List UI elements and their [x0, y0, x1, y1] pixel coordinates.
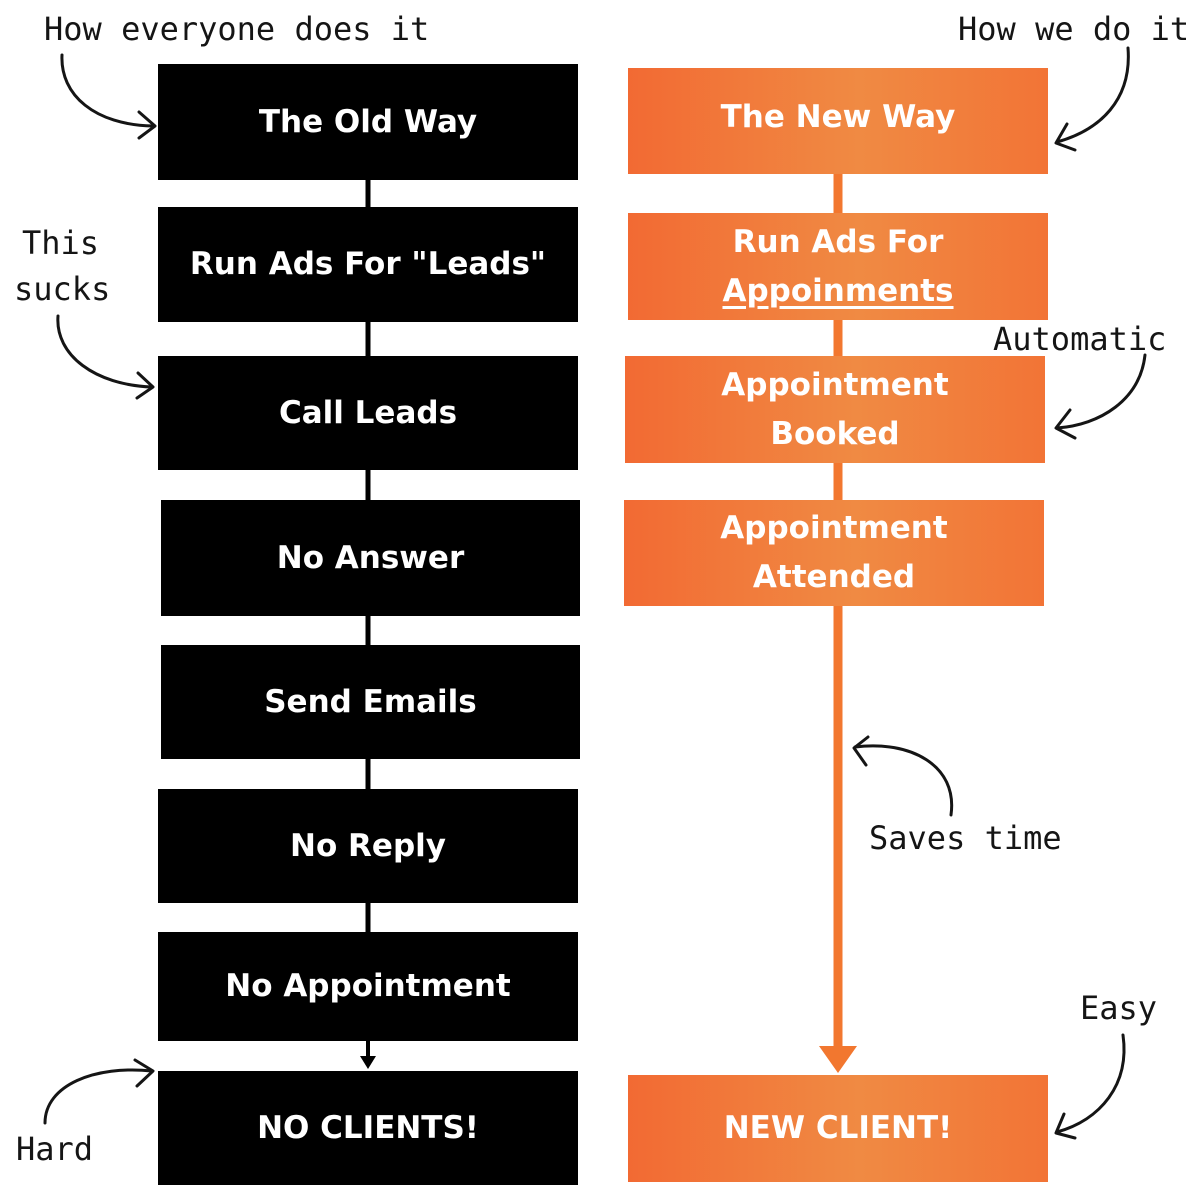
curved-arrow-icon [60, 53, 155, 128]
curved-arrow-icon [56, 314, 154, 389]
annotation-saves-time: Saves time [869, 819, 1062, 857]
curved-arrow-icon [853, 744, 954, 817]
annotation-line: sucks [14, 270, 111, 308]
old-result-no-clients: NO CLIENTS! [158, 1071, 578, 1185]
step-label: No Appointment [225, 968, 511, 1004]
old-step-no-appointment: No Appointment [158, 932, 578, 1041]
old-step-run-ads: Run Ads For "Leads" [158, 207, 578, 322]
annotation-automatic: Automatic [993, 320, 1167, 358]
new-long-arrowhead [819, 1046, 857, 1073]
annotation-how-everyone: How everyone does it [44, 10, 430, 48]
step-label: The New Way [720, 98, 956, 135]
step-label: Appointment [721, 366, 949, 403]
step-label: Booked [770, 415, 900, 452]
curved-arrow-icon [1055, 353, 1147, 430]
annotation-how-we: How we do it [958, 10, 1190, 48]
old-step-no-reply: No Reply [158, 789, 578, 903]
arrowhead-icon [1054, 122, 1077, 152]
arrowhead-icon [1054, 408, 1077, 440]
new-step-appointment-booked: Appointment Booked [625, 356, 1045, 463]
new-result-new-client: NEW CLIENT! [628, 1075, 1048, 1182]
arrowhead-icon [1054, 1112, 1077, 1140]
old-final-arrowhead [360, 1056, 376, 1069]
old-step-send-emails: Send Emails [161, 645, 580, 759]
curved-arrow-icon [1055, 46, 1130, 144]
new-step-appointment-attended: Appointment Attended [624, 500, 1044, 606]
step-label: No Answer [276, 539, 465, 576]
annotation-easy: Easy [1080, 989, 1158, 1027]
step-label: Run Ads For "Leads" [189, 246, 547, 282]
curved-arrow-icon [43, 1068, 154, 1125]
arrowhead-icon [133, 1058, 155, 1088]
step-label: Attended [752, 559, 916, 595]
annotation-line: This [22, 224, 100, 262]
step-label: The Old Way [258, 103, 478, 140]
arrowhead-icon [852, 735, 870, 767]
step-label: Run Ads For [732, 223, 944, 260]
old-way-header: The Old Way [158, 64, 578, 180]
step-label: No Reply [290, 827, 446, 864]
step-label: Appointment [720, 510, 948, 546]
new-way-header: The New Way [628, 68, 1048, 174]
annotation-this-sucks: This sucks [14, 220, 110, 312]
step-label: Send Emails [264, 683, 477, 720]
step-label: Call Leads [278, 394, 458, 431]
new-step-run-ads: Run Ads For Appoinments [628, 213, 1048, 320]
step-label: NO CLIENTS! [257, 1109, 479, 1146]
curved-arrow-icon [1055, 1033, 1126, 1134]
arrowhead-icon [135, 371, 155, 400]
arrowhead-icon [137, 110, 157, 140]
old-step-no-answer: No Answer [161, 500, 580, 616]
annotation-hard: Hard [16, 1130, 94, 1168]
step-label: NEW CLIENT! [723, 1110, 953, 1146]
old-step-call-leads: Call Leads [158, 356, 578, 470]
step-label-underlined: Appoinments [722, 272, 954, 309]
